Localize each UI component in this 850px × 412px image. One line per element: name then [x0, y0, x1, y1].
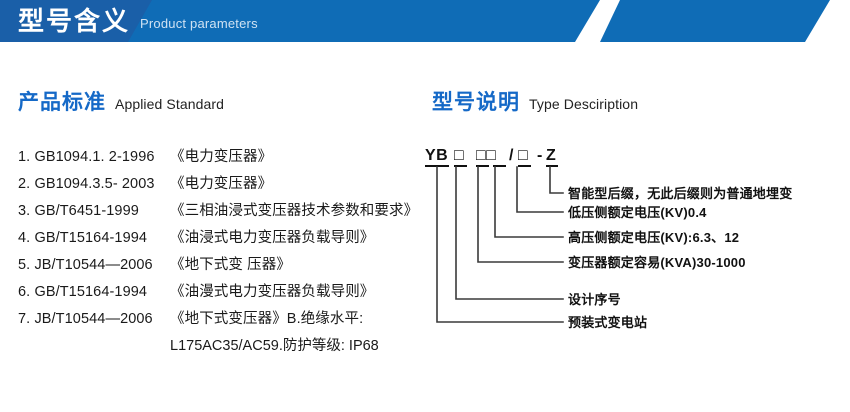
banner-title: 型号含义: [18, 6, 131, 36]
standard-code: 6. GB/T15164-1994: [18, 284, 148, 300]
standard-name: 《地下式变 压器》: [170, 257, 291, 273]
section-heading-left-en: Applied Standard: [115, 96, 225, 112]
banner-subtitle: Product parameters: [140, 16, 258, 31]
annotation-substation-type: 预装式变电站: [568, 315, 648, 330]
standard-name: 《地下式变压器》B.绝缘水平:: [170, 311, 364, 327]
annotation-lv-rated-voltage: 低压侧额定电压(KV)0.4: [568, 205, 707, 220]
model-underline-lv: [518, 165, 531, 167]
model-segment-z: Z: [546, 147, 557, 164]
leader-line-design-serial: [455, 166, 564, 300]
annotation-design-serial: 设计序号: [568, 292, 621, 307]
model-segment-slash: /: [509, 147, 514, 164]
standard-code: 7. JB/T10544—2006: [18, 311, 153, 327]
list-item: 6. GB/T15164-1994 《油漫式电力变压器负载导则》: [18, 280, 423, 307]
model-underline-design: [454, 165, 467, 167]
model-segment-design: □: [454, 147, 465, 164]
section-heading-left-cn: 产品标准: [18, 91, 106, 114]
model-segment-dash: -: [537, 147, 543, 164]
standard-name: 《三相油浸式变压器技术参数和要求》: [170, 203, 419, 219]
list-item: 4. GB/T15164-1994 《油浸式电力变压器负载导则》: [18, 226, 423, 253]
standards-list: 1. GB1094.1. 2-1996 《电力变压器》 2. GB1094.3.…: [18, 145, 423, 361]
model-underline-yb: [425, 165, 449, 167]
model-segment-yb: YB: [425, 147, 449, 164]
leader-line-lv-voltage: [516, 166, 564, 213]
leader-line-substation-type: [436, 166, 564, 323]
standard-code: 1. GB1094.1. 2-1996: [18, 149, 155, 165]
banner-light-shape-tail: [600, 0, 830, 42]
standard-name: 《电力变压器》: [170, 176, 273, 192]
list-item: 7. JB/T10544—2006 《地下式变压器》B.绝缘水平:: [18, 307, 423, 334]
model-segment-capacity: □□: [476, 147, 497, 164]
leader-line-hv-voltage: [494, 166, 564, 238]
section-heading-right-cn: 型号说明: [432, 91, 520, 114]
model-segment-lv: □: [518, 147, 529, 164]
section-heading-applied-standard: 产品标准 Applied Standard: [18, 86, 224, 116]
standard-code: 5. JB/T10544—2006: [18, 257, 153, 273]
model-underline-cap-a: [476, 165, 489, 167]
section-heading-right-en: Type Desciription: [529, 96, 639, 112]
annotation-intelligent-suffix: 智能型后缀，无此后缀则为普通地埋变: [568, 186, 793, 201]
section-heading-type-description: 型号说明 Type Desciription: [432, 86, 638, 116]
leader-line-intelligent-suffix: [549, 166, 564, 194]
banner-dark-shape: [0, 0, 152, 42]
banner-underline: [0, 42, 850, 47]
annotation-rated-capacity: 变压器额定容易(KVA)30-1000: [568, 255, 746, 270]
leader-line-rated-capacity: [477, 166, 564, 263]
standard-name: 《油漫式电力变压器负载导则》: [170, 284, 375, 300]
standard-continuation-line: L175AC35/AC59.防护等级: IP68: [170, 338, 379, 354]
annotation-hv-rated-voltage: 高压侧额定电压(KV):6.3、12: [568, 230, 740, 245]
standard-name: 《油浸式电力变压器负载导则》: [170, 230, 375, 246]
model-underline-cap-b: [493, 165, 506, 167]
model-underline-z: [546, 165, 558, 167]
page-header-banner: 型号含义 Product parameters: [0, 0, 850, 47]
list-item: 1. GB1094.1. 2-1996 《电力变压器》: [18, 145, 423, 172]
standard-code: 4. GB/T15164-1994: [18, 230, 148, 246]
standard-code: 2. GB1094.3.5- 2003: [18, 176, 155, 192]
standard-name: 《电力变压器》: [170, 149, 273, 165]
list-item: 5. JB/T10544—2006 《地下式变 压器》: [18, 253, 423, 280]
list-item: 2. GB1094.3.5- 2003 《电力变压器》: [18, 172, 423, 199]
standard-code: 3. GB/T6451-1999: [18, 203, 139, 219]
list-item: 3. GB/T6451-1999 《三相油浸式变压器技术参数和要求》: [18, 199, 423, 226]
